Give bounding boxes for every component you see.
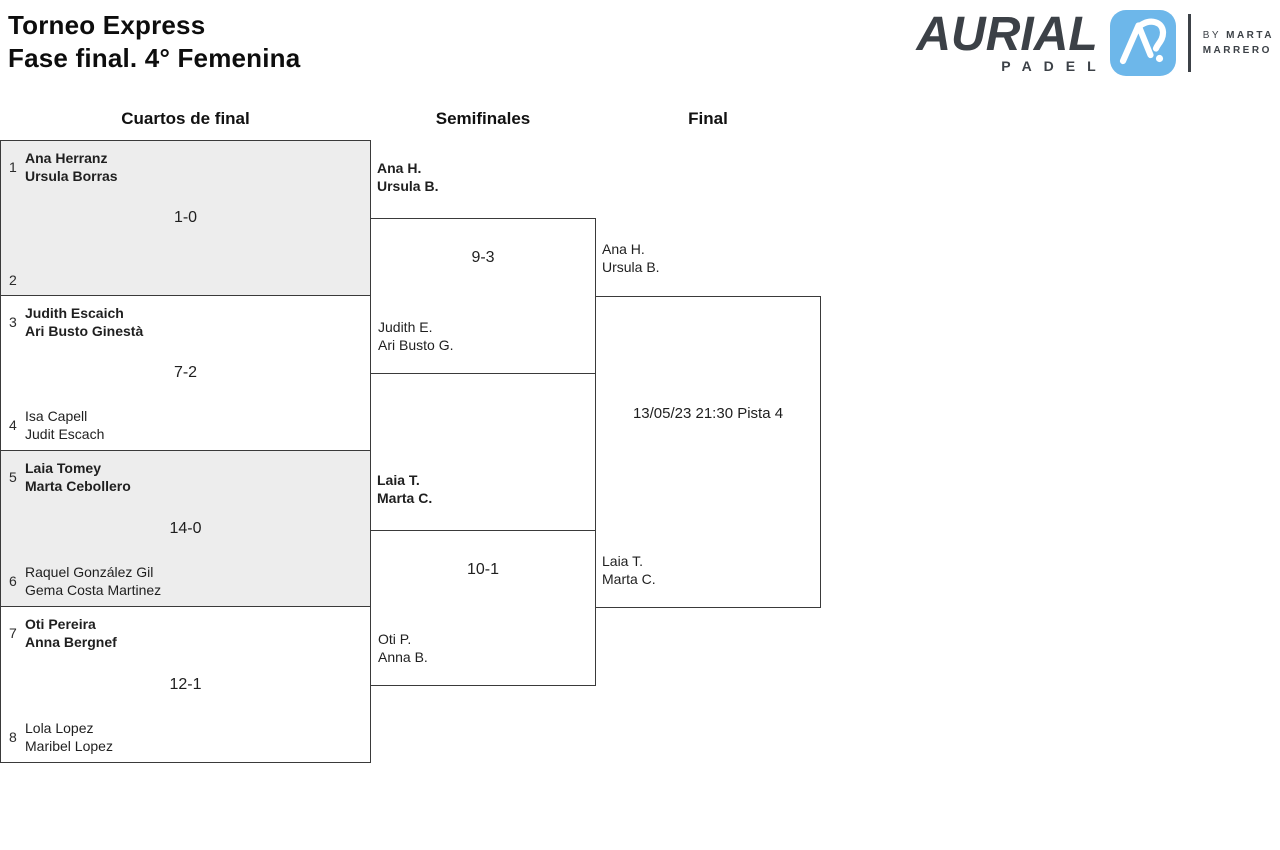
match-score: 1-0 [173, 209, 198, 226]
match-score: 7-2 [173, 364, 198, 381]
final-top-team: Ana H. Ursula B. [602, 241, 660, 275]
match-score: 14-0 [169, 519, 202, 537]
seed-number: 7 [9, 625, 17, 641]
qf-match-4[interactable]: 7 Oti Pereira Anna Bergnef 12-1 8 Lola L… [0, 606, 371, 763]
qf2-top-team: 3 Judith Escaich Ari Busto Ginestà [9, 304, 143, 340]
seed-number: 8 [9, 729, 17, 745]
tournament-name: Torneo Express [8, 10, 206, 40]
phase-name: Fase final. 4° Femenina [8, 43, 301, 73]
logo-byline: BY MARTA MARRERO [1203, 28, 1274, 58]
qf4-top-team: 7 Oti Pereira Anna Bergnef [9, 615, 117, 651]
sf-match-1[interactable]: 9-3 Judith E. Ari Busto G. [370, 218, 596, 374]
aurial-monogram-icon [1109, 10, 1176, 76]
seed-number: 2 [9, 272, 17, 288]
sf1-top-team: Ana H. Ursula B. [377, 160, 439, 194]
aurial-logo: AURIAL PADEL BY MARTA MARRERO [916, 8, 1274, 78]
final-schedule: 13/05/23 21:30 Pista 4 [632, 405, 784, 422]
team-names: Isa Capell Judit Escach [25, 408, 105, 442]
qf3-top-team: 5 Laia Tomey Marta Cebollero [9, 459, 131, 495]
column-header-semifinals: Semifinales [435, 109, 531, 128]
match-score: 10-1 [466, 561, 500, 578]
team-names: Ana Herranz Ursula Borras [25, 150, 118, 184]
match-score: 9-3 [471, 249, 495, 266]
match-score: 12-1 [169, 675, 202, 693]
seed-number: 1 [9, 159, 17, 175]
qf1-bottom-team: 2 [9, 272, 25, 288]
qf1-top-team: 1 Ana Herranz Ursula Borras [9, 149, 118, 185]
brand-name: AURIAL [916, 7, 1098, 61]
team-names: Raquel González Gil Gema Costa Martinez [25, 564, 162, 598]
sf2-bottom-team: Oti P. Anna B. [378, 631, 428, 665]
team-names: Judith Escaich Ari Busto Ginestà [25, 305, 144, 339]
column-header-quarterfinals: Cuartos de final [121, 109, 250, 128]
logo-separator [1187, 14, 1191, 72]
brand-wordmark: AURIAL PADEL [916, 7, 1098, 74]
brand-subtitle: PADEL [1001, 57, 1108, 74]
seed-number: 5 [9, 469, 17, 485]
sf-match-2[interactable]: 10-1 Oti P. Anna B. [370, 530, 596, 686]
seed-number: 6 [9, 573, 17, 589]
qf-match-1[interactable]: 1 Ana Herranz Ursula Borras 1-0 2 [0, 140, 371, 296]
team-names: Oti Pereira Anna Bergnef [25, 616, 117, 650]
final-match[interactable]: 13/05/23 21:30 Pista 4 [595, 296, 821, 608]
sf2-top-team: Laia T. Marta C. [377, 472, 433, 506]
sf1-bottom-team: Judith E. Ari Busto G. [378, 319, 454, 353]
qf2-bottom-team: 4 Isa Capell Judit Escach [9, 407, 104, 443]
byline-line1: BY MARTA [1202, 30, 1274, 41]
seed-number: 4 [9, 417, 17, 433]
seed-number: 3 [9, 314, 17, 330]
final-bottom-team: Laia T. Marta C. [602, 553, 656, 587]
qf3-bottom-team: 6 Raquel González Gil Gema Costa Martine… [9, 563, 161, 599]
team-names: Lola Lopez Maribel Lopez [25, 720, 113, 754]
page-title: Torneo Express Fase final. 4° Femenina [8, 9, 300, 75]
qf-match-2[interactable]: 3 Judith Escaich Ari Busto Ginestà 7-2 4… [0, 295, 371, 451]
qf4-bottom-team: 8 Lola Lopez Maribel Lopez [9, 719, 113, 755]
qf-match-3[interactable]: 5 Laia Tomey Marta Cebollero 14-0 6 Raqu… [0, 450, 371, 607]
column-header-final: Final [688, 109, 728, 128]
byline-line2: MARRERO [1202, 45, 1272, 56]
team-names: Laia Tomey Marta Cebollero [25, 460, 131, 494]
